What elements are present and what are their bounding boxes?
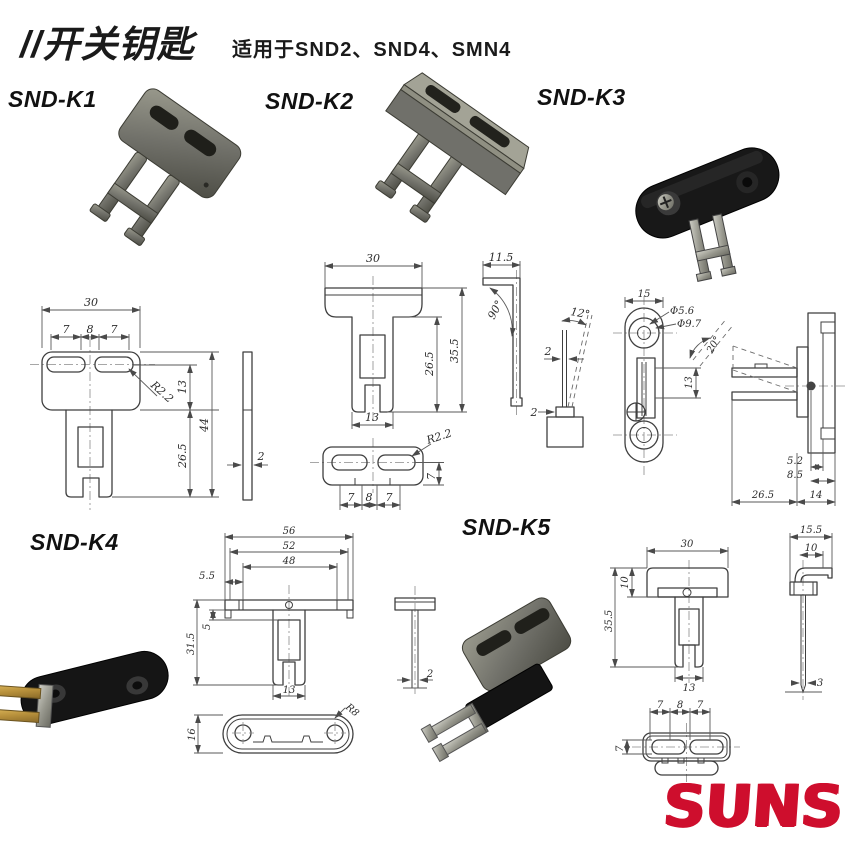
label-snd-k5: SND-K5 [462,514,551,540]
dim-k3-c: 26.5 [751,490,774,501]
dim-k3-slot: 13 [684,376,695,389]
dim-k5-side: 15.5 [800,525,822,536]
dim-k2-b2: 8 [366,491,373,504]
dim-k4-height: 31.5 [186,633,197,655]
page-subtitle: 适用于SND2、SND4、SMN4 [232,39,512,61]
dim-k2-depth: 7 [425,473,438,480]
dim-k4-body: 16 [187,728,198,741]
page-title: //开关钥匙 [20,24,195,65]
drawing-k5-profile: 2 [394,586,436,694]
dim-k4-lip: 5 [202,624,213,630]
dim-k3-width: 15 [638,289,651,300]
dim-k5-stem: 13 [683,683,696,694]
dim-k4-offset: 5.5 [199,571,215,582]
dim-k3-a: 5.2 [787,456,803,467]
label-snd-k3: SND-K3 [537,84,626,110]
dim-k3-d: 14 [810,490,823,501]
drawing-k3-front: 15 Φ5.6 Φ9.7 13 20° [613,289,735,476]
dim-k5-depth: 7 [615,745,626,752]
dim-k2-width: 30 [366,252,380,265]
label-snd-k2: SND-K2 [265,88,354,114]
drawing-k4-front: 56 52 48 5.5 31.5 5 13 [186,526,354,700]
photo-snd-k4 [0,650,169,728]
dim-k2-angle: 90° [485,298,506,321]
k1-key-photo [89,88,242,246]
k4-body-photo [0,650,169,728]
dim-k5-tip-t: 2 [426,669,433,680]
dim-k1-slot-offset: 13 [176,380,189,394]
dim-k3-hole: Φ5.6 [670,306,695,317]
dim-k1-thickness: 2 [257,450,265,463]
drawing-k2-views: 30 26.5 35.5 13 R2.2 7 7 8 7 [310,251,523,510]
dim-k5-height: 35.5 [604,610,615,632]
k3-body-photo [635,147,780,282]
dim-k5-b1: 7 [657,700,664,711]
dim-k5-width: 30 [681,539,694,550]
dim-k5-b2: 8 [677,700,683,711]
drawing-k5-front: 30 10 35.5 13 [604,539,729,694]
drawing-k4-bottom: 16 R8 [187,701,361,754]
dim-k2-stem: 13 [365,411,379,424]
dim-k1-s1: 7 [63,323,70,336]
photo-snd-k1 [89,88,242,246]
dim-k5-b3: 7 [697,700,704,711]
dim-k1-s2: 8 [87,323,94,336]
suns-logo: SUNS [661,772,846,840]
dim-k5-tip: 3 [817,678,823,689]
dim-k5-head: 10 [620,576,631,589]
drawing-k5-bottom: 7 8 7 7 [615,700,740,782]
k5-key-photo [420,597,572,763]
dim-k3-tilt: 12° [569,305,590,321]
dim-k3-strip: 2 [544,345,552,358]
dim-k3-swing: 20° [705,335,724,357]
dim-k2-height: 35.5 [448,339,461,364]
dim-k2-b3: 7 [386,491,393,504]
dim-k5-inner: 10 [805,543,818,554]
dim-k1-s3: 7 [111,323,118,336]
dim-k1-width: 30 [84,296,98,309]
dim-k1-height: 44 [198,418,211,433]
dim-k4-w1: 56 [283,526,296,537]
photo-snd-k3 [635,147,780,282]
dim-k3-boss: Φ9.7 [677,319,702,330]
photo-snd-k2 [375,72,530,223]
dim-k4-w2: 52 [283,541,296,552]
label-snd-k1: SND-K1 [8,86,97,112]
drawing-k3-tilt: 12° 2 2 [530,305,593,448]
label-snd-k4: SND-K4 [30,529,119,555]
dim-k2-upper: 26.5 [423,352,436,378]
dim-k1-lower: 26.5 [176,444,189,470]
dim-k4-w3: 48 [282,556,296,567]
drawing-k5-side: 15.5 10 3 [785,525,833,700]
dim-k2-bend: 11.5 [489,251,514,264]
dim-k3-b: 8.5 [787,470,803,481]
dim-k4-radius: R8 [342,701,360,719]
dim-k2-b1: 7 [348,491,355,504]
drawing-k1-front: 30 7 8 7 R2.2 13 26.5 44 2 [30,296,268,510]
dim-k1-radius: R2.2 [147,378,176,406]
drawing-k3-side: 5.2 8.5 26.5 14 [731,312,845,506]
k2-key-photo [375,72,530,223]
dim-k4-stem: 13 [283,685,296,696]
dim-k2-radius: R2.2 [424,427,453,448]
photo-snd-k5 [420,597,572,763]
dim-k3-base: 2 [530,406,538,419]
